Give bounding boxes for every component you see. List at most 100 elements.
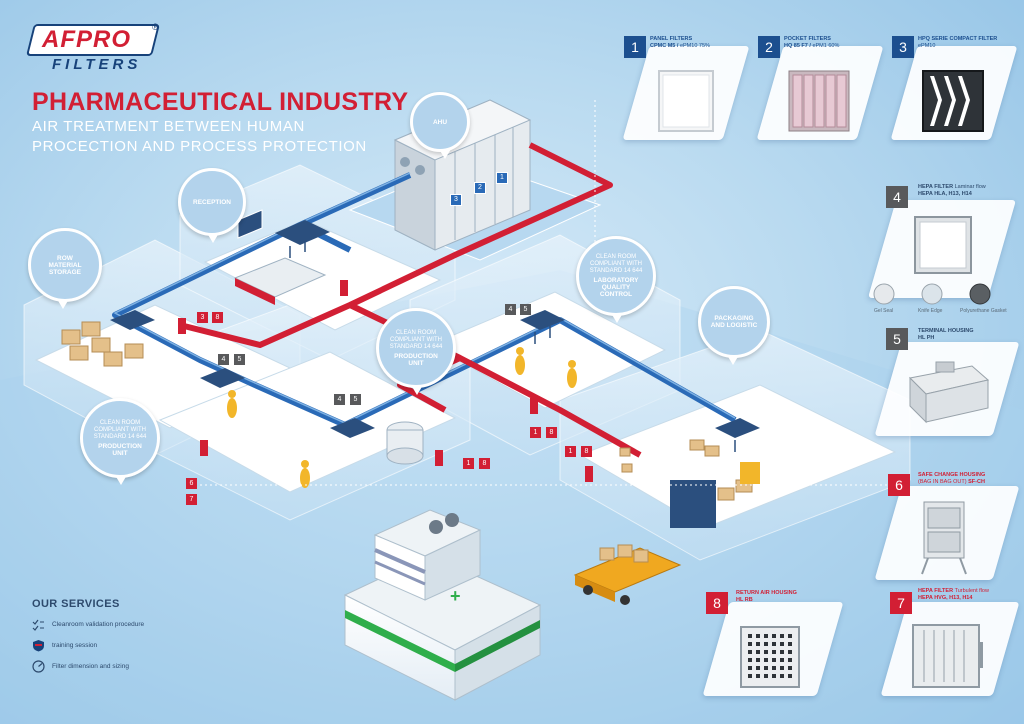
left-unit-badge-5: 5 — [234, 354, 245, 365]
left-unit-badge-4: 4 — [218, 354, 229, 365]
product-card-safe-change: 6 SAFE CHANGE HOUSING (BAG IN BAG OUT) S… — [872, 470, 1020, 582]
product-card-terminal-housing: 5 TERMINAL HOUSING HL PH — [872, 326, 1020, 438]
polyurethane-gasket-icon — [969, 283, 991, 305]
training-badge-icon — [32, 639, 45, 652]
service-item: Cleanroom validation procedure — [32, 618, 144, 631]
product-card-hepa-laminar: 4 HEPA FILTER Laminar flow HEPA HLA, H13… — [862, 182, 1017, 322]
card-label: SAFE CHANGE HOUSING (BAG IN BAG OUT) SF-… — [918, 472, 985, 486]
bubble-storage-label: ROW MATERIAL STORAGE — [48, 254, 82, 276]
card-label-line1: SAFE CHANGE HOUSING — [918, 472, 986, 478]
bubble-cleanroom-mid-title: PRODUCTION UNIT — [394, 352, 438, 367]
hepa-laminar-image — [914, 216, 972, 274]
bubble-cleanroom-lab-title: LABORATORY QUALITY CONTROL — [593, 277, 639, 298]
knife-edge-icon — [921, 283, 943, 305]
bubble-ahu: AHU — [410, 92, 470, 159]
bubble-packaging: PACKAGING AND LOGISTIC — [698, 286, 770, 365]
product-card-pocket-filters: 2 POCKET FILTERS HQ 85 F7 / ePM1 60% — [752, 32, 884, 142]
return-badge-8c: 8 — [479, 458, 490, 469]
product-card-panel-filters: 1 PANEL FILTERS CPMC M5 / ePM10 75% — [618, 32, 750, 142]
seal-label-knife: Knife Edge — [918, 308, 943, 314]
card-label-code: HQ 85 F7 / — [784, 43, 813, 49]
seal-label-gel: Gel Seal — [874, 308, 894, 314]
safe-change-housing-image — [921, 501, 967, 575]
return-badge-1c: 1 — [463, 458, 474, 469]
card-label-line2: CPMC M5 / ePM10 75% — [650, 43, 710, 50]
pocket-filter-image — [788, 70, 850, 132]
card-label-flow: Turbulent flow — [954, 588, 989, 594]
bubble-ahu-label: AHU — [432, 118, 448, 126]
return-badge-8a: 8 — [546, 427, 557, 438]
card-label-line2: HEPA HLA, H13, H14 — [918, 191, 972, 197]
card-number: 5 — [886, 328, 908, 350]
card-number: 3 — [892, 36, 914, 58]
ahu-badge-1: 1 — [496, 172, 508, 184]
card-label-line1: TERMINAL HOUSING — [918, 328, 974, 334]
reception-badge-8: 8 — [212, 312, 223, 323]
card-label: HEPA FILTER Turbulent flow HEPA HVG, H13… — [918, 588, 989, 602]
card-number: 2 — [758, 36, 780, 58]
card-label-type: HEPA FILTER — [918, 588, 955, 594]
card-label-line1: HEPA FILTER Laminar flow — [918, 184, 986, 191]
bubble-cleanroom-left: CLEAN ROOM COMPLIANT WITH STANDARD 14 64… — [80, 398, 160, 485]
reception-badge-3: 3 — [197, 312, 208, 323]
card-label-class: ePM10 — [918, 43, 936, 49]
card-label-code: CPMC M5 / — [650, 43, 680, 49]
card-label-line2: HQ 85 F7 / ePM1 60% — [784, 43, 839, 50]
card-number: 4 — [886, 186, 908, 208]
bubble-reception-label: RECEPTION — [193, 198, 231, 206]
bubble-cleanroom-mid-standard: CLEAN ROOM COMPLIANT WITH STANDARD 14 64… — [389, 329, 443, 350]
registered-mark: ® — [152, 22, 159, 32]
lab-badge-4: 4 — [505, 304, 516, 315]
card-number: 6 — [888, 474, 910, 496]
exhaust-badge-6: 6 — [186, 478, 197, 489]
card-label-line1: HEPA FILTER Turbulent flow — [918, 588, 989, 595]
return-badge-1a: 1 — [530, 427, 541, 438]
bubble-cleanroom-lab: CLEAN ROOM COMPLIANT WITH STANDARD 14 64… — [576, 236, 656, 323]
bubble-storage: ROW MATERIAL STORAGE — [28, 228, 102, 309]
card-label-class: ePM10 75% — [679, 43, 710, 49]
card-label: PANEL FILTERS CPMC M5 / ePM10 75% — [650, 36, 710, 50]
card-number: 8 — [706, 592, 728, 614]
card-number: 1 — [624, 36, 646, 58]
bubble-reception: RECEPTION — [178, 168, 246, 243]
service-item: Filter dimension and sizing — [32, 660, 144, 673]
card-label-type: (BAG IN BAG OUT) — [918, 479, 969, 485]
bubble-cleanroom-mid: CLEAN ROOM COMPLIANT WITH STANDARD 14 64… — [376, 308, 456, 395]
card-label: TERMINAL HOUSING HL PH — [918, 328, 974, 342]
card-label: POCKET FILTERS HQ 85 F7 / ePM1 60% — [784, 36, 839, 50]
service-label: Cleanroom validation procedure — [52, 621, 145, 628]
card-label-line2: (BAG IN BAG OUT) SF-CH — [918, 479, 985, 486]
page-title: PHARMACEUTICAL INDUSTRY — [32, 88, 409, 116]
mid-unit-badge-5: 5 — [350, 394, 361, 405]
services-heading: OUR SERVICES — [32, 598, 120, 610]
return-badge-1b: 1 — [565, 446, 576, 457]
terminal-housing-image — [908, 361, 990, 424]
logo-name: AFPRO — [42, 26, 131, 53]
bubble-cleanroom-left-title: PRODUCTION UNIT — [98, 442, 142, 457]
card-label-class: ePM1 60% — [812, 43, 840, 49]
panel-filter-image — [658, 70, 714, 132]
card-label: RETURN AIR HOUSING HL RB — [736, 590, 797, 604]
card-label: HPQ SERIE COMPACT FILTER ePM10 — [918, 36, 997, 50]
card-label-flow: Laminar flow — [954, 184, 986, 190]
gauge-icon — [32, 660, 45, 673]
svg-text:+: + — [450, 586, 461, 606]
card-label: HEPA FILTER Laminar flow HEPA HLA, H13, … — [918, 184, 986, 198]
card-label-line2: HL PH — [918, 335, 935, 341]
hepa-turbulent-image — [912, 624, 983, 688]
bubble-packaging-label: PACKAGING AND LOGISTIC — [710, 315, 758, 329]
seal-samples — [873, 283, 991, 305]
gel-seal-icon — [873, 283, 895, 305]
ahu-badge-3: 3 — [450, 194, 462, 206]
ahu-badge-2: 2 — [474, 182, 486, 194]
card-label-line1: HPQ SERIE COMPACT FILTER — [918, 36, 998, 42]
product-card-compact-filter: 3 HPQ SERIE COMPACT FILTER ePM10 — [886, 32, 1018, 142]
product-card-hepa-turbulent: 7 HEPA FILTER Turbulent flow HEPA HVG, H… — [878, 586, 1020, 698]
service-item: training session — [32, 639, 144, 652]
afpro-logo: AFPRO FILTERS ® — [26, 22, 160, 74]
services-section: OUR SERVICES Cleanroom validation proced… — [32, 598, 144, 673]
return-badge-8b: 8 — [581, 446, 592, 457]
service-label: training session — [52, 642, 98, 649]
